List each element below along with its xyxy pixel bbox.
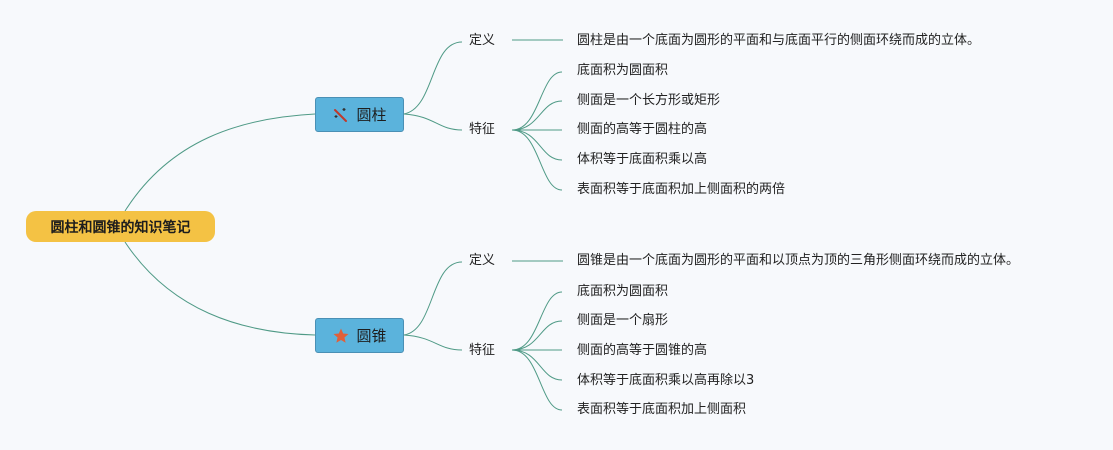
connector-cylinder-feature-1 — [511, 71, 563, 131]
connector-cylinder-feature-5 — [511, 129, 563, 191]
connector-cone-features — [403, 334, 463, 351]
connector-root-cylinder — [124, 113, 316, 212]
cylinder-definition-text[interactable]: 圆柱是由一个底面为圆形的平面和与底面平行的侧面环绕而成的立体。 — [577, 33, 981, 48]
cylinder-feature-item[interactable]: 侧面的高等于圆柱的高 — [577, 122, 708, 137]
cylinder-definition-node[interactable]: 定义 — [469, 33, 496, 48]
cone-definition-node[interactable]: 定义 — [469, 253, 496, 268]
cone-features-node[interactable]: 特征 — [469, 343, 496, 358]
cone-definition-text[interactable]: 圆锥是由一个底面为圆形的平面和以顶点为顶的三角形侧面环绕而成的立体。 — [577, 253, 1020, 268]
star-icon — [332, 327, 350, 345]
cylinder-feature-item[interactable]: 体积等于底面积乘以高 — [577, 152, 708, 167]
cone-feature-item[interactable]: 体积等于底面积乘以高再除以3 — [577, 373, 755, 388]
connector-cone-feature-2 — [511, 320, 563, 351]
cone-feature-item[interactable]: 底面积为圆面积 — [577, 284, 669, 299]
magic-wand-icon — [332, 106, 350, 124]
connector-cone-feature-1 — [511, 291, 563, 351]
cylinder-features-node[interactable]: 特征 — [469, 122, 496, 137]
connector-root-cone — [124, 241, 316, 336]
cone-feature-item[interactable]: 侧面的高等于圆锥的高 — [577, 343, 708, 358]
cylinder-feature-item[interactable]: 侧面是一个长方形或矩形 — [577, 93, 721, 108]
connector-cone-feature-5 — [511, 349, 563, 411]
cylinder-feature-item[interactable]: 表面积等于底面积加上侧面积的两倍 — [577, 182, 786, 197]
branch-cone[interactable]: 圆锥 — [315, 318, 404, 353]
connector-cylinder-features — [403, 113, 463, 131]
cone-feature-item[interactable]: 表面积等于底面积加上侧面积 — [577, 402, 747, 417]
root-topic[interactable]: 圆柱和圆锥的知识笔记 — [26, 211, 215, 242]
connector-cone-feature-4 — [511, 349, 563, 381]
cone-feature-item[interactable]: 侧面是一个扇形 — [577, 313, 669, 328]
root-topic-label: 圆柱和圆锥的知识笔记 — [50, 219, 191, 236]
connector-cylinder-feature-2 — [511, 100, 563, 131]
connector-cone-definition — [403, 261, 463, 336]
connector-cylinder-definition — [403, 41, 463, 115]
branch-cone-label: 圆锥 — [356, 327, 387, 345]
cylinder-feature-item[interactable]: 底面积为圆面积 — [577, 63, 669, 78]
branch-cylinder-label: 圆柱 — [356, 106, 387, 124]
connector-cylinder-feature-4 — [511, 129, 563, 161]
branch-cylinder[interactable]: 圆柱 — [315, 97, 404, 132]
